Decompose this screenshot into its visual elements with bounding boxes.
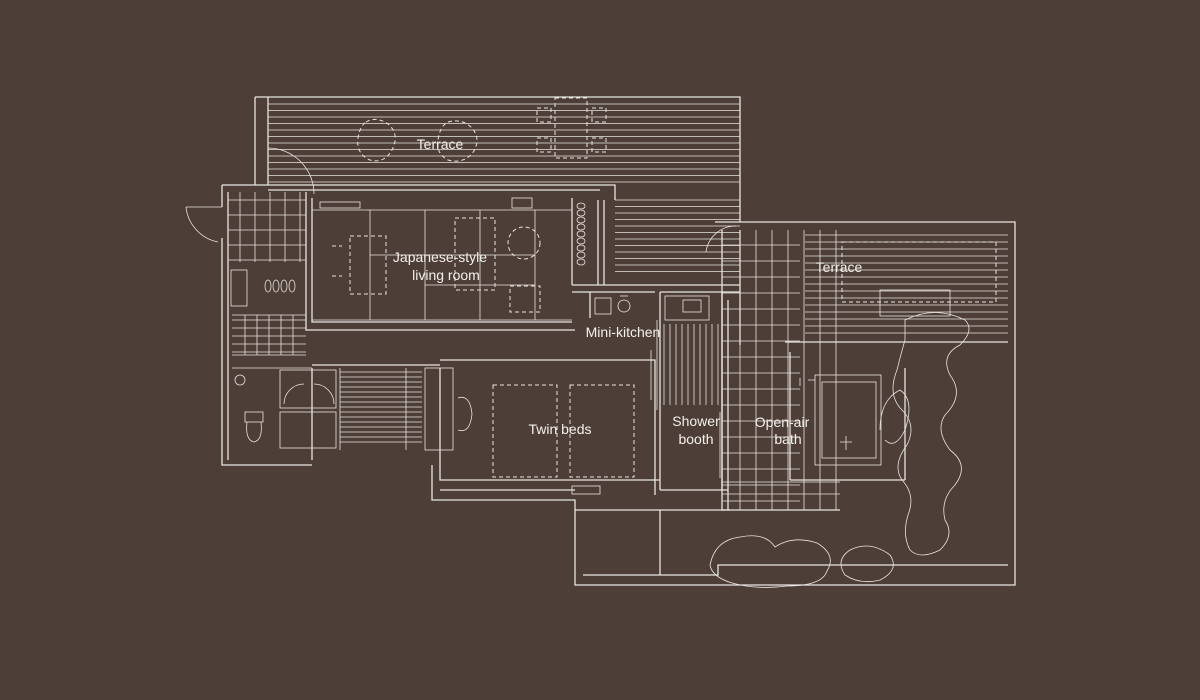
label-twin-beds: Twin beds bbox=[528, 421, 591, 437]
slippers-icon bbox=[264, 279, 296, 293]
open-air-bath-area: Open-air bath bbox=[574, 221, 1016, 586]
bed-right bbox=[569, 384, 635, 478]
room-japanese-living: Japanese-style living room bbox=[305, 192, 605, 331]
label-bath-line1: Open-air bbox=[755, 414, 810, 430]
label-shower-line1: Shower bbox=[672, 413, 720, 429]
label-bath-line2: bath bbox=[774, 431, 801, 447]
garden-rocks bbox=[709, 312, 970, 588]
sink-icon bbox=[234, 374, 246, 386]
entry-area bbox=[185, 184, 312, 466]
toilet-icon bbox=[244, 411, 264, 443]
kettle-icon bbox=[617, 299, 631, 313]
entry-tiles bbox=[228, 192, 306, 355]
label-terrace-right: Terrace bbox=[816, 259, 863, 275]
terrace-top-decking bbox=[268, 103, 740, 272]
terrace-right: Terrace bbox=[805, 234, 1008, 334]
bed-left bbox=[492, 384, 558, 478]
terrace-top: Terrace bbox=[254, 96, 741, 272]
label-terrace-top: Terrace bbox=[417, 136, 464, 152]
label-living-line1: Japanese-style bbox=[393, 249, 487, 265]
closet-shelves bbox=[339, 368, 422, 450]
label-living-line2: living room bbox=[412, 267, 480, 283]
mini-kitchen: Mini-kitchen bbox=[572, 284, 740, 340]
shower-slats bbox=[663, 324, 719, 405]
stove-icon bbox=[594, 297, 612, 315]
cushion-bench bbox=[576, 202, 586, 266]
room-twin-beds: Twin beds bbox=[279, 359, 660, 510]
label-mini-kitchen: Mini-kitchen bbox=[586, 324, 661, 340]
label-shower-line2: booth bbox=[678, 431, 713, 447]
stone-tile-floor bbox=[722, 230, 840, 510]
